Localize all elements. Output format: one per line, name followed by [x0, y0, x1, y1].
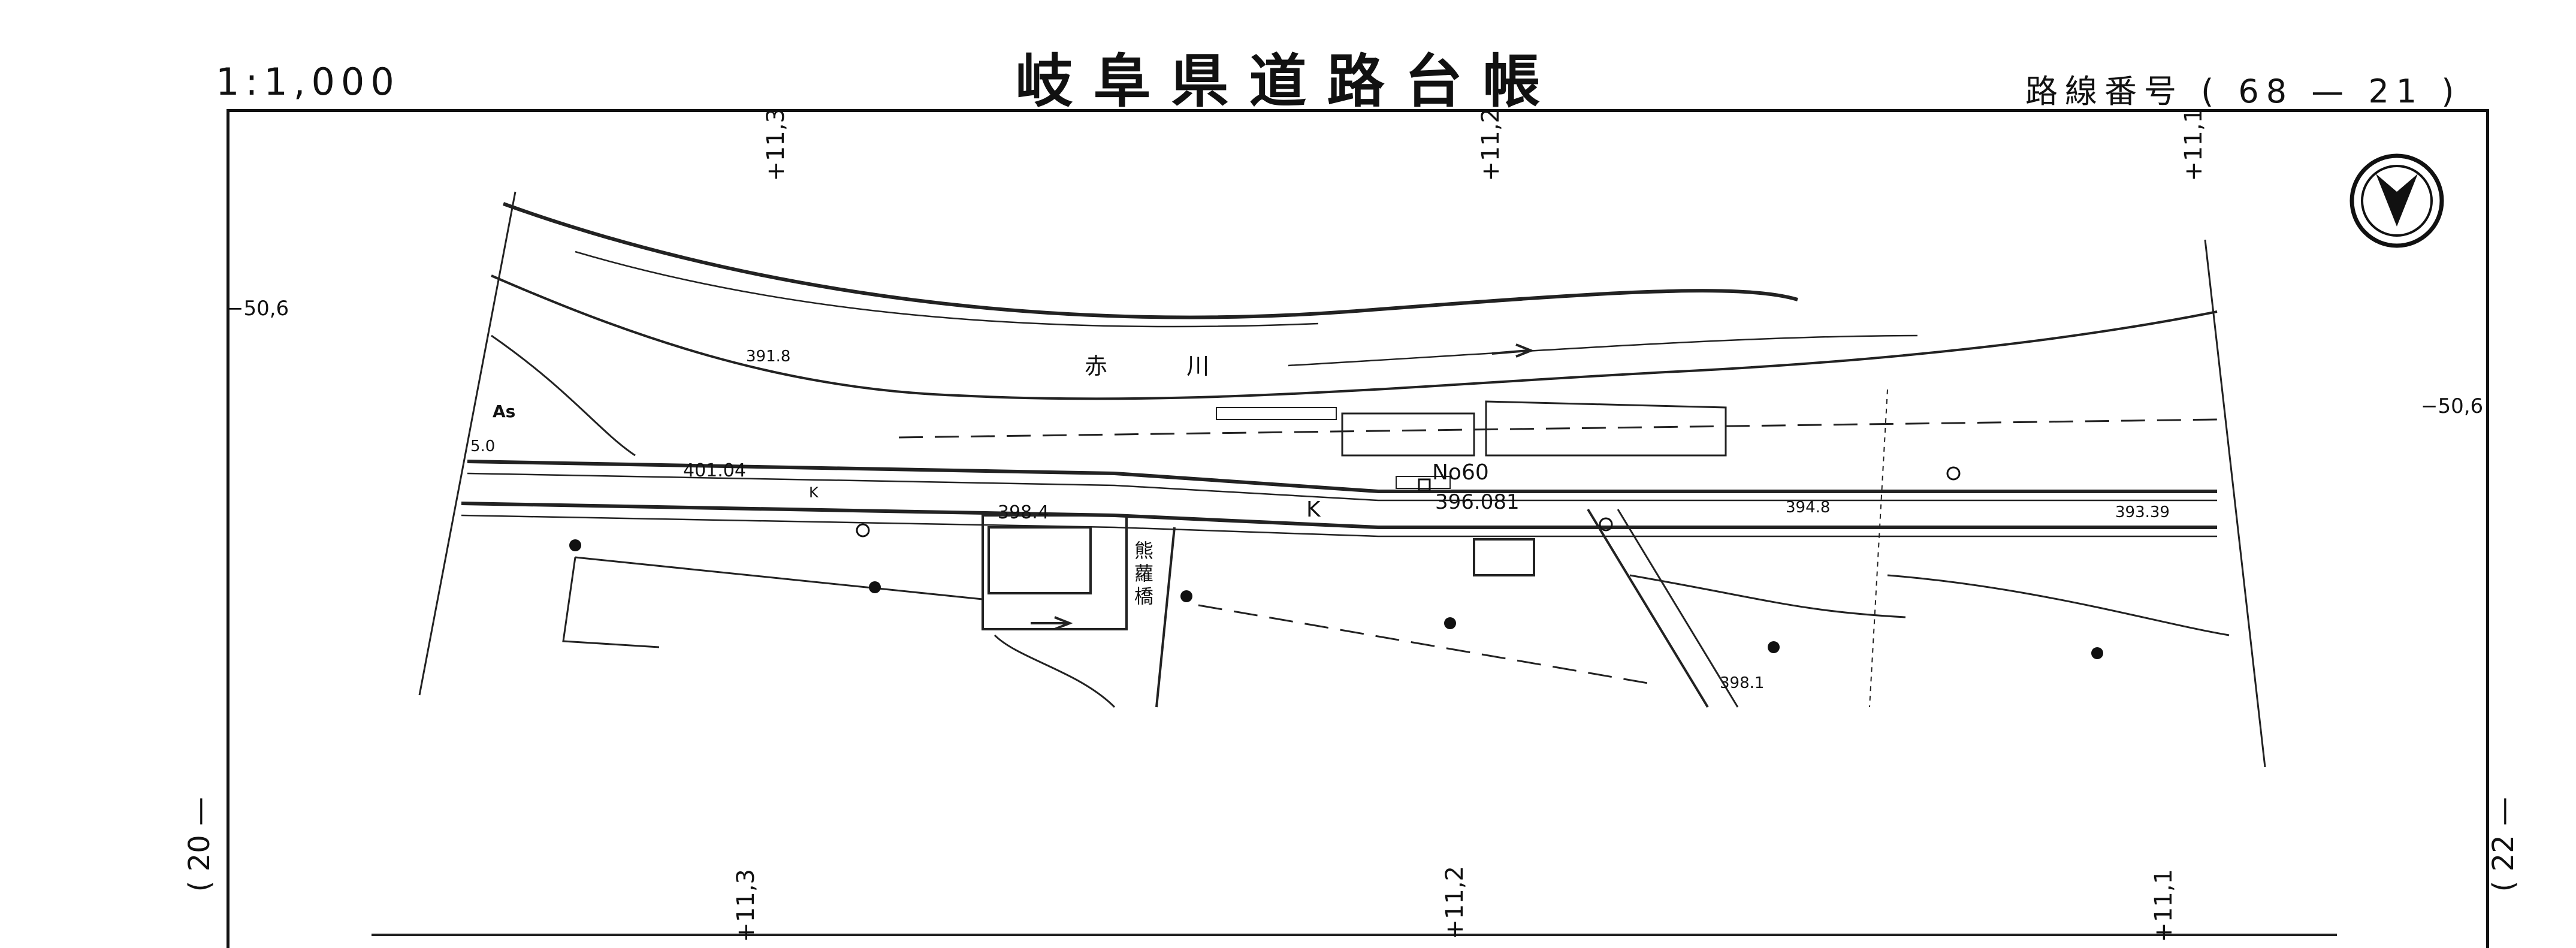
map-scale: 1:1,000 [216, 60, 400, 104]
elevation-label: 391.8 [746, 348, 791, 366]
north-arrow-icon [2349, 153, 2444, 248]
culvert-box [982, 514, 1128, 630]
road-width-label: 5.0 [470, 437, 496, 455]
grid-tick-bottom: +11,1 [2150, 869, 2178, 943]
benchmark-point [1768, 641, 1780, 653]
grid-tick-right: −50,6 [2421, 394, 2484, 418]
map-symbols [569, 466, 2103, 659]
benchmark-point [2091, 647, 2103, 659]
route-number: 路線番号 ( 68 — 21 ) [2025, 73, 2462, 110]
adjacent-sheet-left: ( 20 — [183, 797, 216, 892]
station-label: No60 [1432, 460, 1489, 485]
road-edge-north [467, 460, 2217, 493]
benchmark-point [1444, 617, 1456, 629]
benchmark-point [569, 539, 581, 551]
grid-tick-left: −50,6 [227, 297, 289, 321]
grid-tick-top: +11,2 [1477, 108, 1505, 182]
curb-label-mid: K [1306, 497, 1321, 522]
grid-tick-bottom: +11,3 [732, 869, 760, 943]
elevation-label: 398.4 [998, 502, 1049, 523]
benchmark-point [869, 581, 881, 593]
elevation-label: 394.8 [1786, 499, 1831, 517]
manhole-point [1946, 466, 1961, 481]
elevation-label: 398.1 [1720, 674, 1765, 692]
manhole-point [856, 523, 870, 538]
elevation-label: 401.04 [683, 460, 746, 481]
curb-label-left: K [809, 484, 819, 501]
river-bank-south [491, 274, 2218, 400]
page-title: 岐阜県道路台帳 [1015, 47, 1561, 115]
bridge-name-label: 熊 蘿 橋 [1134, 539, 1154, 608]
grid-tick-bottom: +11,2 [1441, 866, 1469, 940]
road-edge-south [461, 502, 2217, 529]
river-bank-north [502, 202, 1798, 319]
adjacent-sheet-right: ( 22 — [2487, 797, 2520, 892]
grid-tick-top: +11,3 [762, 108, 790, 182]
map-linework [372, 191, 2337, 936]
manhole-point [1599, 517, 1613, 532]
elevation-label: 393.39 [2115, 503, 2170, 521]
benchmark-point [1180, 590, 1192, 602]
elevation-label: 396.081 [1435, 490, 1520, 514]
pavement-label: As [493, 401, 516, 421]
control-point [1418, 478, 1431, 491]
river-name-label: 赤 川 [1085, 353, 1246, 379]
grid-tick-top: +11,1 [2180, 108, 2207, 182]
map-frame [227, 109, 2489, 948]
